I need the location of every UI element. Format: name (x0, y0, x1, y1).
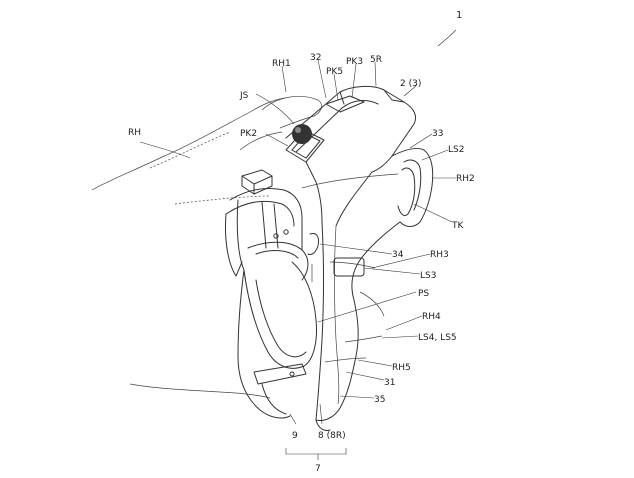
hand-strap (225, 170, 316, 418)
label-35: 35 (374, 395, 385, 405)
label-LS4-LS5: LS4, LS5 (418, 333, 457, 343)
leader-lines (140, 30, 456, 460)
label-8-8R: 8 (8R) (318, 431, 346, 441)
label-LS3: LS3 (420, 271, 436, 281)
label-PK3: PK3 (346, 57, 363, 67)
label-2-3: 2 (3) (400, 79, 421, 89)
label-PK5: PK5 (326, 67, 343, 77)
label-33: 33 (432, 129, 443, 139)
label-32: 32 (310, 53, 321, 63)
labels: 1 RH RH1 JS 32 PK5 PK3 5R 2 (3) PK2 33 L… (128, 10, 475, 474)
label-5R: 5R (370, 55, 382, 65)
joystick (292, 124, 312, 144)
label-TK: TK (451, 221, 464, 231)
label-1: 1 (456, 10, 462, 21)
label-9: 9 (292, 431, 298, 441)
label-31: 31 (384, 378, 395, 388)
label-RH1: RH1 (272, 59, 291, 69)
label-RH2: RH2 (456, 174, 475, 184)
label-JS: JS (239, 91, 249, 101)
label-LS2: LS2 (448, 145, 464, 155)
label-7: 7 (315, 464, 321, 474)
label-RH4: RH4 (422, 312, 441, 322)
label-PK2: PK2 (240, 129, 257, 139)
hand-outline (92, 96, 398, 398)
label-PS: PS (418, 289, 429, 299)
label-RH: RH (128, 128, 141, 138)
label-RH5: RH5 (392, 363, 411, 373)
label-34: 34 (392, 250, 404, 260)
label-RH3: RH3 (430, 250, 449, 260)
